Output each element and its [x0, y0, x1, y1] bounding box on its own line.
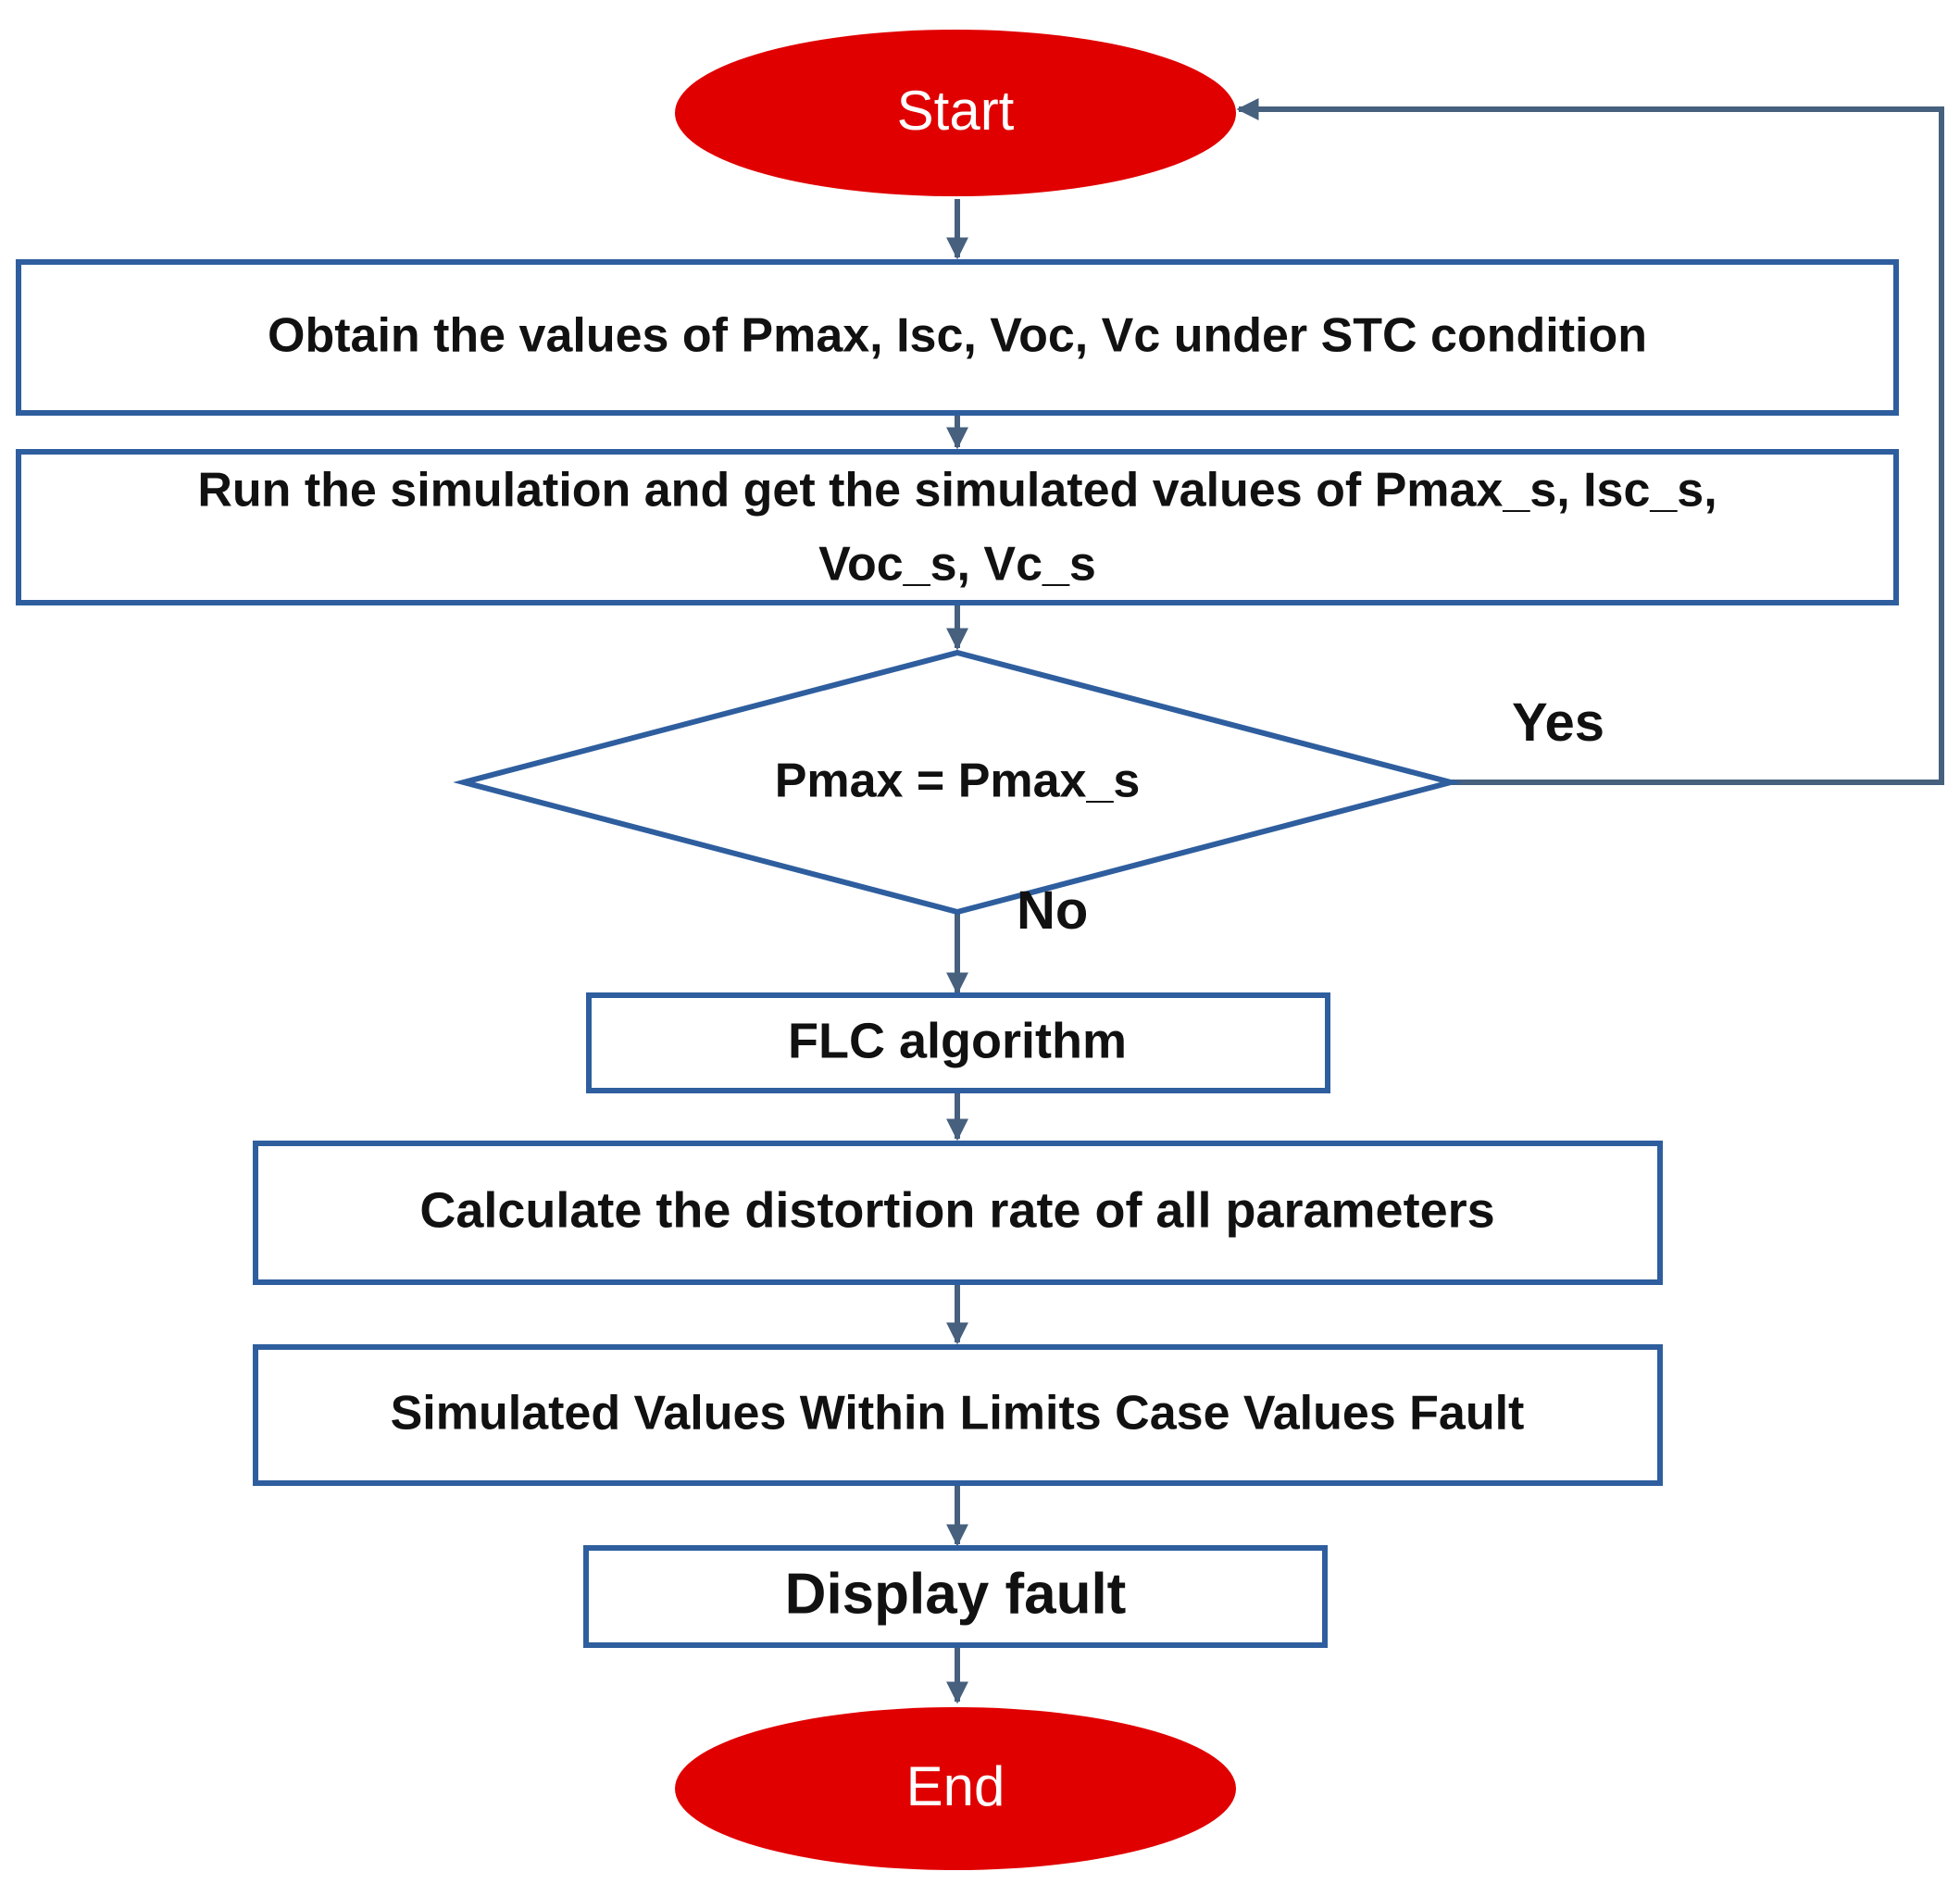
decision-label: Pmax = Pmax_s: [775, 755, 1141, 808]
end-terminal: End: [675, 1707, 1236, 1870]
flc-algorithm-box: FLC algorithm: [586, 992, 1330, 1093]
limits-check-rect: [253, 1344, 1663, 1486]
limits-check-box: Simulated Values Within Limits Case Valu…: [253, 1344, 1663, 1486]
flc-algorithm-rect: [586, 992, 1330, 1093]
run-simulation-rect: [16, 449, 1899, 605]
obtain-values-rect: [16, 259, 1899, 416]
display-fault-box: Display fault: [583, 1545, 1328, 1648]
yes-label: Yes: [1512, 692, 1604, 753]
start-label: Start: [897, 80, 1015, 142]
connectors: [946, 98, 1944, 1704]
start-ellipse: [675, 30, 1236, 196]
display-fault-label: Display fault: [785, 1562, 1127, 1626]
end-ellipse: [675, 1707, 1236, 1870]
start-terminal: Start: [675, 30, 1236, 196]
no-label: No: [1017, 880, 1088, 941]
calculate-distortion-box: Calculate the distortion rate of all par…: [253, 1141, 1663, 1285]
end-label: End: [906, 1755, 1005, 1817]
display-fault-rect: [583, 1545, 1328, 1648]
limits-check-label: Simulated Values Within Limits Case Valu…: [391, 1387, 1525, 1441]
obtain-values-box: Obtain the values of Pmax, Isc, Voc, Vc …: [16, 259, 1899, 416]
run-simulation-label-line1: Run the simulation and get the simulated…: [197, 464, 1717, 518]
arrow-yes-loop-to-start: [1236, 98, 1944, 785]
decision-shape: [453, 649, 1462, 916]
run-simulation-box: Run the simulation and get the simulated…: [16, 449, 1899, 605]
calculate-distortion-label: Calculate the distortion rate of all par…: [419, 1182, 1494, 1238]
obtain-values-label: Obtain the values of Pmax, Isc, Voc, Vc …: [268, 309, 1647, 363]
decision-diamond: Pmax = Pmax_s: [453, 649, 1462, 916]
run-simulation-label-line2: Voc_s, Vc_s: [818, 538, 1096, 592]
flc-algorithm-label: FLC algorithm: [788, 1013, 1127, 1068]
calculate-distortion-rect: [253, 1141, 1663, 1285]
